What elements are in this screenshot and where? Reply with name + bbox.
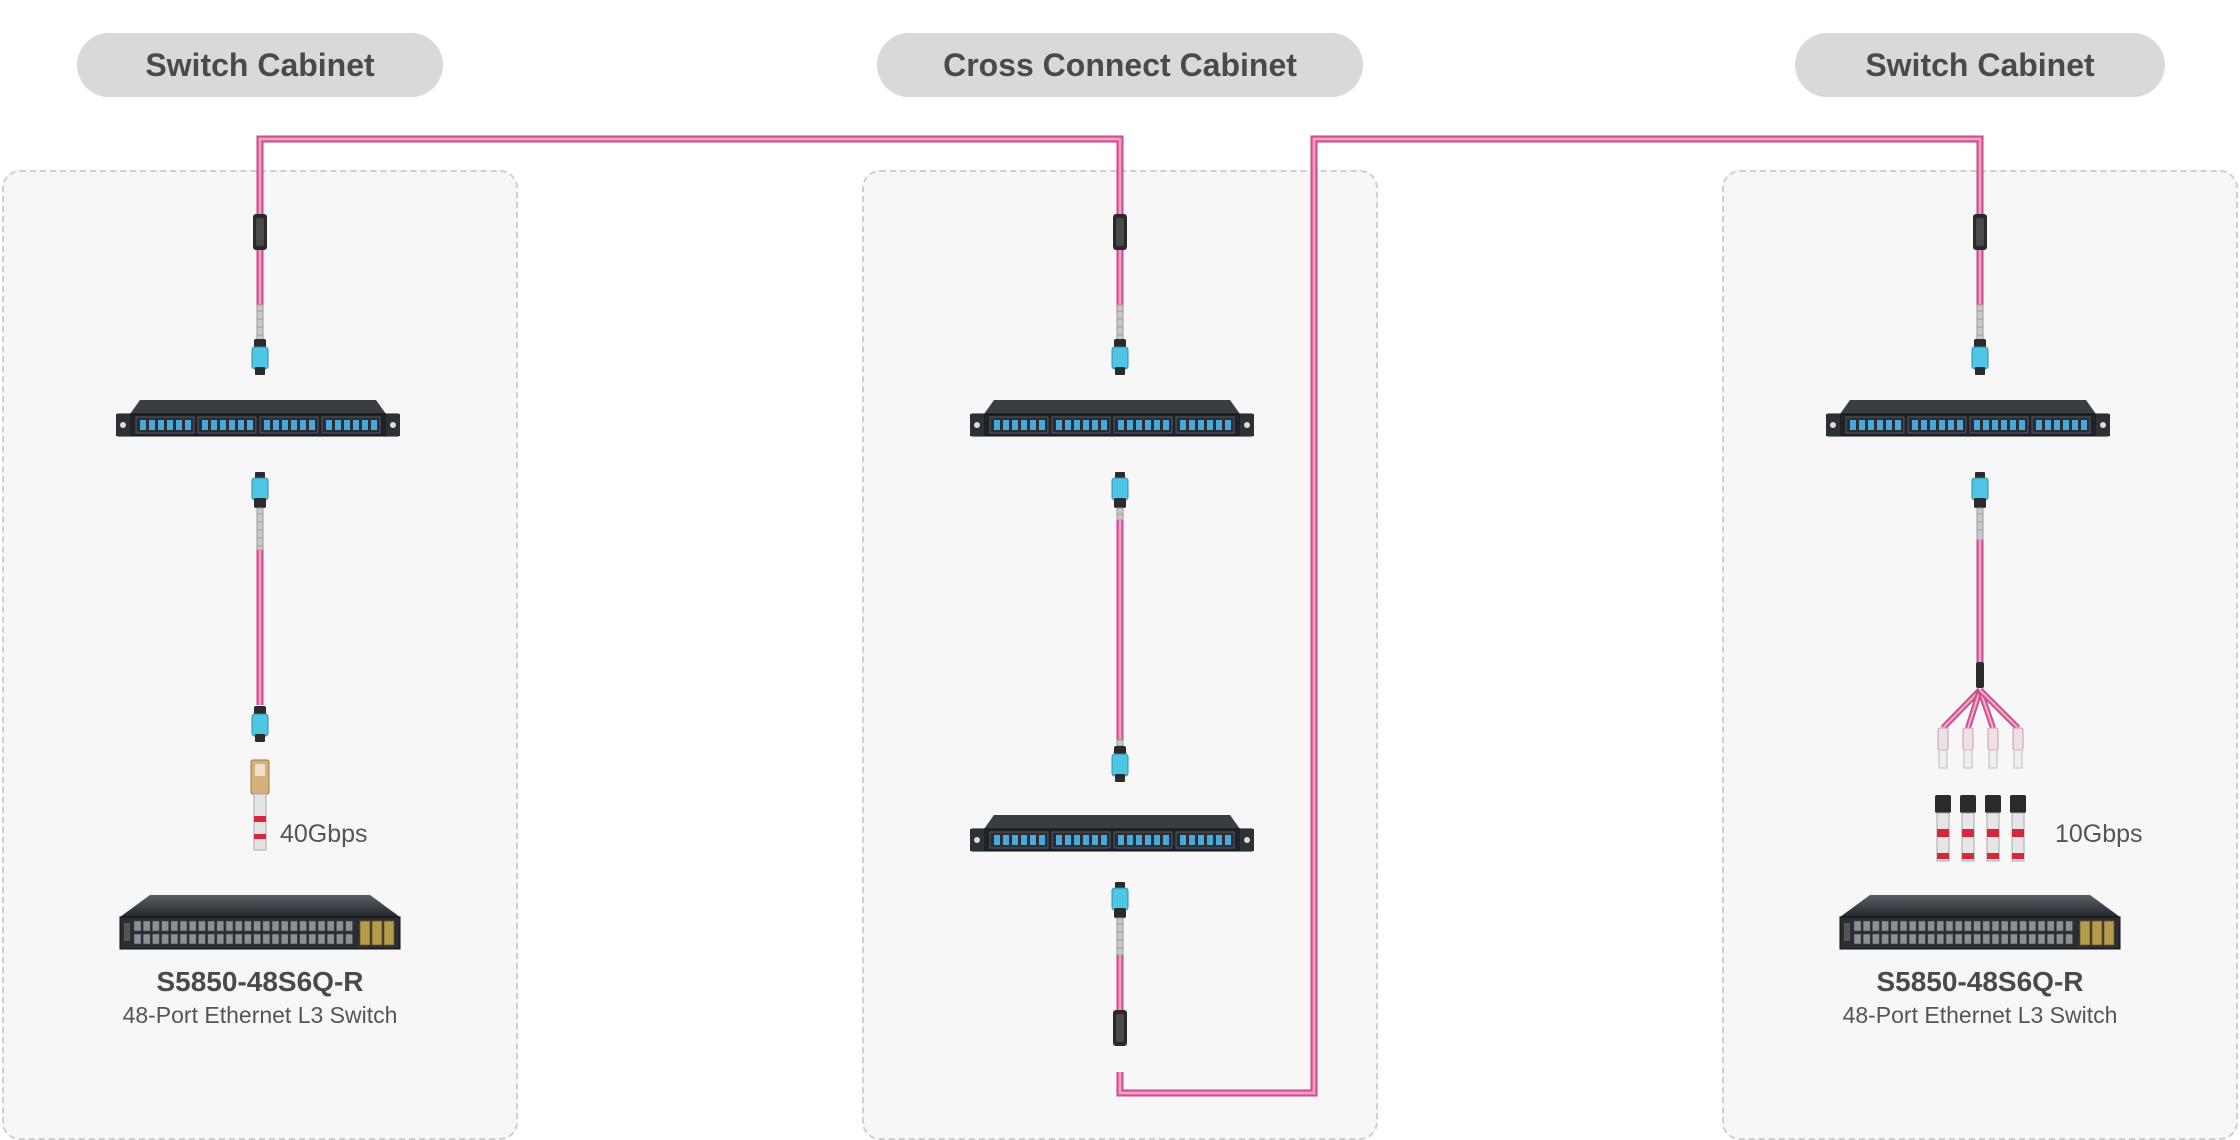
cross-lower-fiber-enclosure	[970, 815, 1254, 852]
right-trunk-mtp-connector	[1973, 214, 1987, 250]
cross-lower-mpo-connector	[1111, 882, 1129, 918]
right-sfp-transceiver-1	[1935, 795, 1951, 862]
left-switch-model: S5850-48S6Q-R	[156, 966, 364, 997]
right-switch-device	[1839, 895, 2121, 950]
right-lower-mpo-connector	[1971, 472, 1989, 508]
cross-upper-mpo-connector	[1111, 339, 1129, 375]
left-trunk-mtp-connector	[253, 214, 267, 250]
cross-top-trunk-mtp-connector	[1113, 214, 1127, 250]
right-breakout-leg-1	[1940, 687, 1983, 731]
right-breakout-splitter	[1976, 662, 1984, 688]
cross-bottom-trunk-mtp-connector	[1113, 1010, 1127, 1046]
left-qsfp-mpo-connector	[251, 706, 269, 742]
cross-upper-fiber-enclosure	[970, 400, 1254, 437]
right-switch-model: S5850-48S6Q-R	[1876, 966, 2084, 997]
left-switch-device	[119, 895, 401, 950]
right-fiber-enclosure	[1826, 400, 2110, 437]
cross-middle-boot-top	[1116, 507, 1124, 521]
cross-connect-cabinet-title: Cross Connect Cabinet	[877, 33, 1363, 97]
left-upper-mpo-connector	[251, 339, 269, 375]
right-sfp-transceiver-3	[1985, 795, 2001, 862]
right-lc-connector-2	[1962, 727, 1974, 769]
cross-middle-mpo-connector-bottom	[1111, 746, 1129, 782]
left-fiber-enclosure	[116, 400, 400, 437]
left-lower-boot	[256, 507, 264, 551]
left-qsfp-transceiver	[250, 759, 270, 851]
left-switch-description: 48-Port Ethernet L3 Switch	[122, 1002, 398, 1028]
right-lower-boot	[1976, 507, 1984, 541]
trunk-cable-cross-connect-to-right	[1116, 135, 1984, 1097]
left-link-speed-label: 40Gbps	[280, 820, 368, 848]
right-switch-description: 48-Port Ethernet L3 Switch	[1842, 1002, 2118, 1028]
right-lc-connector-3	[1987, 727, 1999, 769]
right-upper-mpo-connector	[1971, 339, 1989, 375]
left-lower-mpo-connector	[251, 472, 269, 508]
right-lc-connector-1	[1937, 727, 1949, 769]
trunk-cable-left-to-cross-connect	[256, 135, 1124, 232]
right-breakout-leg-4	[1977, 687, 2021, 731]
right-lc-connector-4	[2012, 727, 2024, 769]
left-cabinet-title: Switch Cabinet	[77, 33, 443, 97]
right-sfp-transceiver-2	[1960, 795, 1976, 862]
right-sfp-transceiver-4	[2010, 795, 2026, 862]
cross-middle-mpo-connector-top	[1111, 472, 1129, 508]
right-link-speed-label: 10Gbps	[2055, 820, 2143, 848]
right-breakout-leg-2	[1965, 689, 1983, 729]
right-cabinet-title: Switch Cabinet	[1795, 33, 2165, 97]
cross-lower-boot	[1116, 917, 1124, 956]
